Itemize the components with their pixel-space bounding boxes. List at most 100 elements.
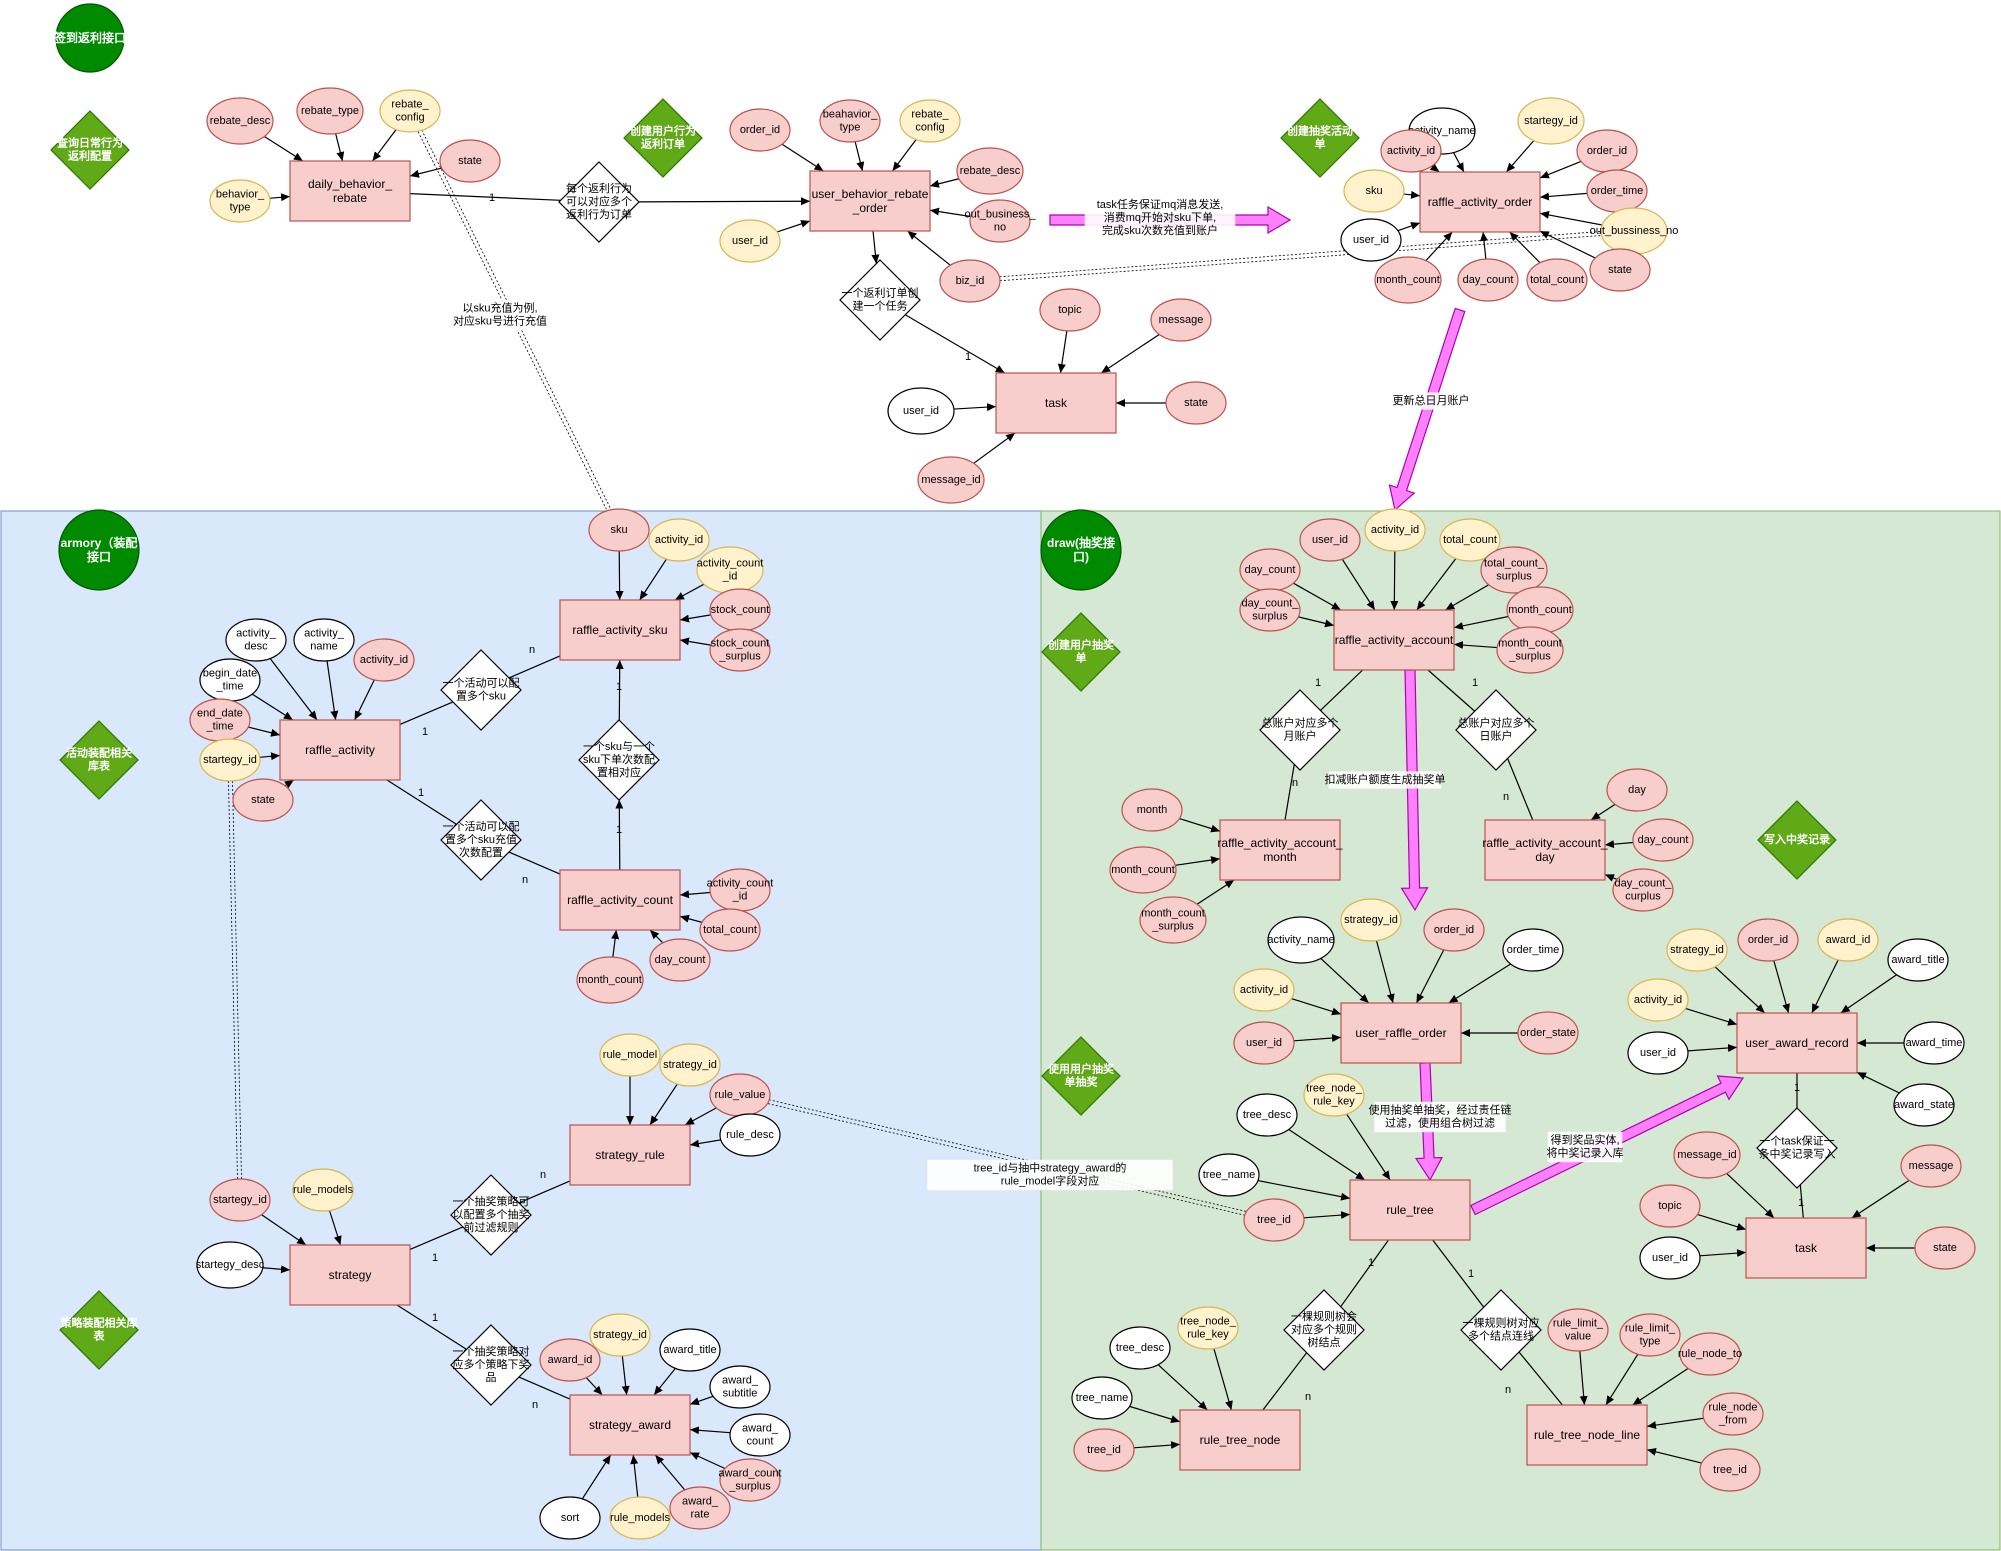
- attribute-sku[interactable]: sku: [1343, 169, 1405, 213]
- attribute-rebate-type[interactable]: rebate_type: [296, 87, 364, 135]
- attribute-day[interactable]: day: [1606, 768, 1668, 812]
- entity-user-raffle-order[interactable]: user_raffle_order: [1340, 1002, 1462, 1064]
- entity-rule-tree-node-line[interactable]: rule_tree_node_line: [1526, 1404, 1648, 1466]
- attribute-month-count[interactable]: month_count: [1506, 586, 1574, 634]
- attribute-month-count-surplus[interactable]: month_count_surplus: [1139, 896, 1207, 944]
- attribute-tree-name[interactable]: tree_name: [1071, 1376, 1133, 1420]
- attribute-user-id[interactable]: user_id: [1627, 1031, 1689, 1075]
- attribute-strategy-id[interactable]: strategy_id: [589, 1313, 651, 1357]
- attribute-activity-id[interactable]: activity_id: [1364, 508, 1426, 552]
- entity-raffle-activity[interactable]: raffle_activity: [279, 719, 401, 781]
- attribute-rule-models[interactable]: rule_models: [292, 1168, 354, 1212]
- attribute-stock-count[interactable]: stock_count: [709, 588, 771, 632]
- attribute-message-id[interactable]: message_id: [1673, 1131, 1741, 1179]
- attribute-strategy-id[interactable]: strategy_id: [659, 1043, 721, 1087]
- attribute-order-id[interactable]: order_id: [1423, 908, 1485, 952]
- attribute-tree-desc[interactable]: tree_desc: [1109, 1326, 1171, 1370]
- api-api-rebate[interactable]: 签到返利接口: [53, 3, 126, 73]
- attribute-order-id[interactable]: order_id: [729, 108, 791, 152]
- attribute-topic[interactable]: topic: [1039, 288, 1101, 332]
- attribute-stock-count-surplus[interactable]: stock_count_surplus: [709, 628, 771, 672]
- entity-task1[interactable]: task: [995, 372, 1117, 434]
- attribute-activity-count-id[interactable]: activity_count_id: [696, 546, 764, 594]
- attribute-activity-count-id[interactable]: activity_count_id: [707, 868, 774, 912]
- attribute-award-state[interactable]: award_state: [1893, 1083, 1955, 1127]
- attribute-state[interactable]: state: [232, 778, 294, 822]
- attribute-user-id[interactable]: user_id: [887, 387, 955, 435]
- attribute-award-rate[interactable]: award_rate: [669, 1486, 731, 1530]
- attribute-rule-node-to[interactable]: rule_node_to: [1678, 1332, 1742, 1376]
- attribute-day-count[interactable]: day_count: [1457, 258, 1519, 302]
- attribute-sku[interactable]: sku: [588, 508, 650, 552]
- attribute-tree-node-rule-key[interactable]: tree_node_rule_key: [1177, 1306, 1239, 1350]
- attribute-rule-limit-value[interactable]: rule_limit_value: [1547, 1308, 1609, 1352]
- attribute-tree-desc[interactable]: tree_desc: [1236, 1093, 1298, 1137]
- attribute-end-date-time[interactable]: end_date_time: [189, 698, 251, 742]
- entity-raffle-activity-order[interactable]: raffle_activity_order: [1419, 171, 1541, 233]
- attribute-day-count[interactable]: day_count: [1632, 818, 1694, 862]
- attribute-award-id[interactable]: award_id: [1817, 918, 1879, 962]
- entity-rule-tree[interactable]: rule_tree: [1349, 1179, 1471, 1241]
- attribute-day-count[interactable]: day_count: [1239, 548, 1301, 592]
- attribute-rule-value[interactable]: rule_value: [709, 1073, 771, 1117]
- attribute-award-time[interactable]: award_time: [1903, 1021, 1965, 1065]
- attribute-activity-desc[interactable]: activity_desc: [225, 618, 287, 662]
- attribute-startegy-id[interactable]: startegy_id: [1517, 97, 1585, 145]
- attribute-rule-limit-type[interactable]: rule_limit_type: [1619, 1313, 1681, 1357]
- attribute-order-time[interactable]: order_time: [1586, 169, 1648, 213]
- attribute-startegy-desc[interactable]: startegy_desc: [196, 1241, 265, 1289]
- attribute-award-count-surplus[interactable]: award_count_surplus: [719, 1458, 782, 1502]
- attribute-day-count-curplus[interactable]: day_count_curplus: [1612, 868, 1674, 912]
- attribute-order-state[interactable]: order_state: [1517, 1011, 1579, 1055]
- attribute-total-count[interactable]: total_count: [1439, 518, 1501, 562]
- attribute-activity-name[interactable]: activity_name: [1267, 916, 1335, 964]
- entity-raffle-activity-account-month[interactable]: raffle_activity_account_month: [1217, 819, 1343, 881]
- attribute-tree-name[interactable]: tree_name: [1198, 1153, 1260, 1197]
- attribute-order-time[interactable]: order_time: [1502, 928, 1564, 972]
- entity-user-behavior-rebate-order[interactable]: user_behavior_rebate_order: [809, 170, 931, 232]
- attribute-total-count[interactable]: total_count: [1526, 258, 1588, 302]
- attribute-activity-id[interactable]: activity_id: [648, 518, 710, 562]
- attribute-rule-node-from[interactable]: rule_node_from: [1702, 1392, 1764, 1436]
- attribute-tree-id[interactable]: tree_id: [1073, 1428, 1135, 1472]
- attribute-order-id[interactable]: order_id: [1737, 918, 1799, 962]
- attribute-user-id[interactable]: user_id: [1299, 518, 1361, 562]
- entity-raffle-activity-count[interactable]: raffle_activity_count: [559, 869, 681, 931]
- attribute-state[interactable]: state: [1165, 381, 1227, 425]
- attribute-rebate-config[interactable]: rebate_config: [379, 89, 441, 133]
- attribute-user-id[interactable]: user_id: [1639, 1236, 1701, 1280]
- entity-raffle-activity-account-day[interactable]: raffle_activity_account_day: [1482, 819, 1608, 881]
- attribute-award-title[interactable]: award_title: [1887, 938, 1949, 982]
- entity-strategy-award[interactable]: strategy_award: [569, 1394, 691, 1456]
- entity-rule-tree-node[interactable]: rule_tree_node: [1179, 1409, 1301, 1471]
- attribute-tree-node-rule-key[interactable]: tree_node_rule_key: [1303, 1073, 1365, 1117]
- entity-user-award-record[interactable]: user_award_record: [1736, 1012, 1858, 1074]
- attribute-month[interactable]: month: [1121, 788, 1183, 832]
- entity-strategy-rule[interactable]: strategy_rule: [569, 1124, 691, 1186]
- attribute-activity-id[interactable]: activity_id: [1380, 129, 1442, 173]
- attribute-total-count[interactable]: total_count: [699, 908, 761, 952]
- attribute-biz-id[interactable]: biz_id: [939, 259, 1001, 303]
- attribute-beahavior-type[interactable]: beahavior_type: [819, 99, 881, 143]
- entity-strategy[interactable]: strategy: [289, 1244, 411, 1306]
- attribute-user-id[interactable]: user_id: [1340, 218, 1402, 262]
- attribute-activity-id[interactable]: activity_id: [1233, 968, 1295, 1012]
- attribute-out-business-no[interactable]: out_business_no: [965, 199, 1037, 243]
- attribute-state[interactable]: state: [1589, 248, 1651, 292]
- attribute-day-count[interactable]: day_count: [649, 938, 711, 982]
- attribute-total-count-surplus[interactable]: total_count_surplus: [1480, 546, 1548, 594]
- attribute-message-id[interactable]: message_id: [917, 456, 985, 504]
- attribute-order-id[interactable]: order_id: [1576, 129, 1638, 173]
- attribute-award-id[interactable]: award_id: [539, 1338, 601, 1382]
- attribute-activity-name[interactable]: activity_name: [293, 618, 355, 662]
- attribute-award-subtitle[interactable]: award_subtitle: [709, 1365, 771, 1409]
